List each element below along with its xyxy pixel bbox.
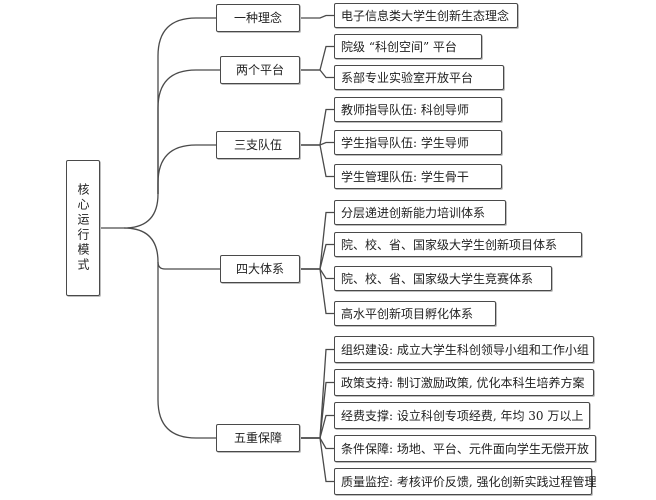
leaf-connector-2-2 bbox=[300, 144, 334, 178]
leaf-connector-4-0 bbox=[300, 348, 334, 439]
leaf-connector-4-3 bbox=[300, 437, 334, 450]
leaf-system-3: 院、校、省、国家级大学生竞赛体系 bbox=[334, 266, 552, 291]
leaf-connector-0-0 bbox=[300, 14, 334, 19]
leaf-connector-3-2 bbox=[300, 268, 334, 280]
group-node-systems: 四大体系 bbox=[220, 255, 300, 283]
branch-connector-0 bbox=[157, 17, 216, 194]
leaf-platform-2: 系部专业实验室开放平台 bbox=[334, 65, 504, 90]
branch-connector-2 bbox=[157, 144, 216, 194]
leaf-connector-2-0 bbox=[300, 108, 334, 146]
leaf-guarantee-4: 条件保障: 场地、平台、元件面向学生无偿开放 bbox=[334, 435, 596, 462]
leaf-connector-4-4 bbox=[300, 437, 334, 483]
leaf-team-2: 学生指导队伍: 学生导师 bbox=[334, 130, 502, 155]
group-node-teams: 三支队伍 bbox=[216, 131, 300, 159]
branch-connector-4 bbox=[157, 262, 216, 439]
leaf-connector-3-0 bbox=[300, 211, 334, 270]
leaf-system-1: 分层递进创新能力培训体系 bbox=[334, 200, 506, 225]
leaf-team-3: 学生管理队伍: 学生骨干 bbox=[334, 164, 502, 189]
leaf-connector-1-0 bbox=[300, 45, 334, 71]
leaf-connector-4-2 bbox=[300, 414, 334, 439]
leaf-guarantee-2: 政策支持: 制订激励政策, 优化本科生培养方案 bbox=[334, 369, 594, 396]
leaf-platform-1: 院级 “科创空间” 平台 bbox=[334, 34, 482, 59]
group-node-idea: 一种理念 bbox=[216, 4, 300, 32]
group-node-guarantees: 五重保障 bbox=[216, 424, 300, 452]
root-connector-down bbox=[123, 227, 159, 263]
leaf-guarantee-3: 经费支撑: 设立科创专项经费, 年均 30 万以上 bbox=[334, 402, 590, 429]
leaf-connector-1-1 bbox=[300, 69, 334, 79]
leaf-team-1: 教师指导队伍: 科创导师 bbox=[334, 97, 502, 122]
leaf-connector-3-3 bbox=[300, 268, 334, 315]
leaf-connector-4-1 bbox=[300, 381, 334, 439]
leaf-idea-1: 电子信息类大学生创新生态理念 bbox=[334, 3, 518, 28]
leaf-guarantee-1: 组织建设: 成立大学生科创领导小组和工作小组 bbox=[334, 336, 594, 363]
leaf-connector-3-1 bbox=[300, 243, 334, 270]
root-connector-up bbox=[100, 193, 159, 229]
branch-connector-3 bbox=[157, 261, 220, 270]
group-node-platforms: 两个平台 bbox=[220, 56, 300, 84]
leaf-guarantee-5: 质量监控: 考核评价反馈, 强化创新实践过程管理 bbox=[334, 468, 597, 495]
leaf-system-2: 院、校、省、国家级大学生创新项目体系 bbox=[334, 232, 582, 257]
root-node: 核心运行模式 bbox=[66, 160, 100, 296]
leaf-system-4: 高水平创新项目孵化体系 bbox=[334, 301, 496, 326]
branch-connector-1 bbox=[157, 69, 220, 194]
